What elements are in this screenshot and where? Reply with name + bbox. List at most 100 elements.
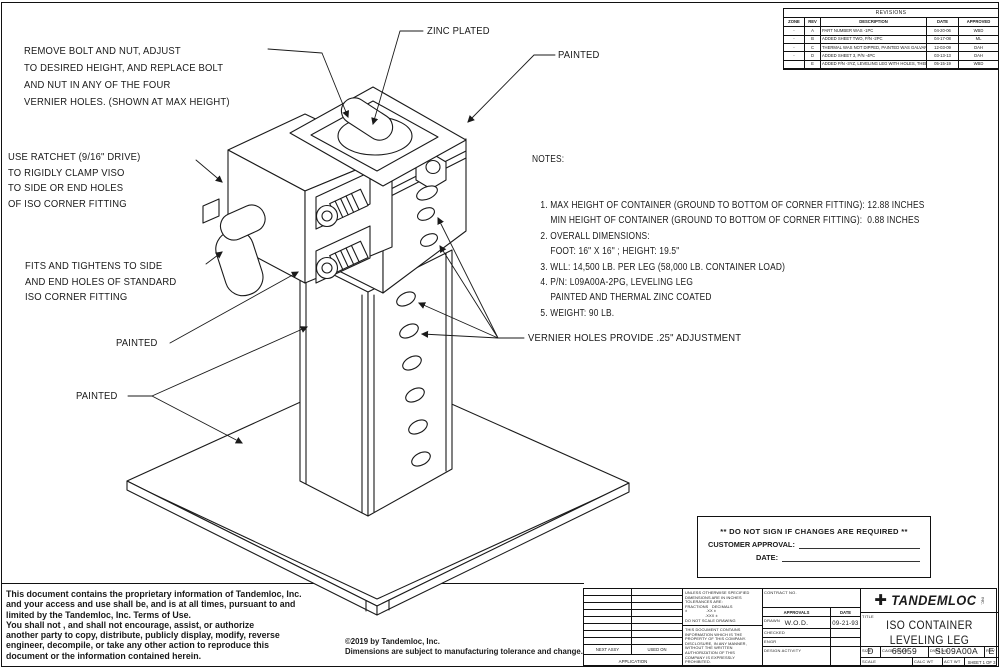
calc-wt-cell: CALC WT <box>913 658 943 667</box>
application-rows <box>584 589 683 645</box>
dwg-no-value: SL09A00A <box>934 647 979 656</box>
act-wt-label: ACT WT <box>944 659 961 664</box>
rev-col-rev: REV <box>805 18 821 28</box>
rev-row-desc: ADDED SHEET TWO, P/N -2PC <box>821 35 927 44</box>
rev-row-zone: - <box>784 52 805 61</box>
design-activity-date-cell <box>831 647 861 667</box>
rev-row-approved: WBD <box>959 27 998 36</box>
checked-label: CHECKED <box>764 630 785 635</box>
rev-row-approved: DAH <box>959 44 998 53</box>
application-label: APPLICATION <box>584 655 683 667</box>
rev-row-date: 04-17-08 <box>927 35 959 44</box>
rev-col-description: DESCRIPTION <box>821 18 927 28</box>
rev-row-zone: - <box>784 35 805 44</box>
rev-row-approved: WBD <box>959 61 998 70</box>
application-divider <box>631 589 632 655</box>
label-painted-top: PAINTED <box>558 49 600 61</box>
rev-label: REV <box>986 648 995 653</box>
rev-row-approved: DAH <box>959 52 998 61</box>
clamp-block <box>202 113 393 297</box>
rev-value: E <box>988 647 995 656</box>
title-label: TITLE <box>862 614 874 619</box>
drawing-title: ISO CONTAINER LEVELING LEG <box>886 620 973 647</box>
tolerance-note: UNLESS OTHERWISE SPECIFIED DIMENSIONS AR… <box>683 589 763 626</box>
label-painted-mid: PAINTED <box>116 337 158 349</box>
dwg-no-cell: DWG NO. SL09A00A <box>929 647 985 658</box>
revisions-table: REVISIONS ZONE REV DESCRIPTION DATE APPR… <box>783 8 999 71</box>
rev-row-rev: C <box>805 43 821 53</box>
date-signature-line <box>782 553 920 562</box>
rev-row-zone: - <box>784 27 805 36</box>
drawn-date-cell: 09-21-93 <box>831 617 861 629</box>
note-remove-bolt: REMOVE BOLT AND NUT, ADJUST TO DESIRED H… <box>24 45 230 108</box>
clamp-jaw <box>202 198 266 297</box>
cage-code-label: CAGE CODE <box>882 648 908 653</box>
rev-row-desc: THERMAL WAS NOT DIPPED, PAINTED WAS GALV… <box>821 43 927 53</box>
customer-approval-signature-line <box>798 540 920 549</box>
note-fits-tightens: FITS AND TIGHTENS TO SIDE AND END HOLES … <box>25 260 177 303</box>
calc-wt-label: CALC WT <box>914 659 934 664</box>
scale-label: SCALE <box>862 659 877 664</box>
size-cell: SIZE D <box>861 647 881 658</box>
notes-block: NOTES: 1. MAX HEIGHT OF CONTAINER (GROUN… <box>532 121 1000 352</box>
rev-row-zone <box>784 60 805 70</box>
rev-row-date: 12-03-09 <box>927 43 959 53</box>
logo-cell: ✚ TANDEMLOC INC. <box>861 589 998 613</box>
design-activity-cell: DESIGN ACTIVITY <box>763 647 831 667</box>
label-zinc-plated: ZINC PLATED <box>427 25 490 37</box>
do-not-sign-warning: ** DO NOT SIGN IF CHANGES ARE REQUIRED *… <box>720 527 908 536</box>
checked-cell: CHECKED <box>763 629 831 638</box>
rev-row-date: 04-20-06 <box>927 27 959 36</box>
next-assy-label: NEXT ASSY <box>584 645 632 655</box>
contract-no-cell: CONTRACT NO. <box>763 589 861 608</box>
zinc-plated-pin <box>340 97 394 141</box>
drawn-date-value: 09-21-93 <box>832 621 859 627</box>
bottom-separator-line <box>2 583 584 584</box>
revisions-title: REVISIONS <box>784 9 998 18</box>
rev-row-zone: - <box>784 43 805 53</box>
drawn-by-value: W.O.D. <box>784 620 809 627</box>
rev-row-approved: ML <box>959 36 998 44</box>
rev-row-rev: A <box>805 27 821 36</box>
date-label: DATE: <box>756 553 779 562</box>
rev-row-rev: B <box>805 35 821 44</box>
rev-row-date: 05-15-19 <box>927 60 959 70</box>
size-label: SIZE <box>862 648 872 653</box>
checked-date-cell <box>831 629 861 638</box>
rev-row-desc: ADDED P/N -3YZ, LEVELING LEG WITH HOLES,… <box>821 60 927 70</box>
drawn-label: DRAWN <box>764 618 780 623</box>
title-block: NEXT ASSY USED ON APPLICATION UNLESS OTH… <box>583 588 998 667</box>
act-wt-cell: ACT WT <box>943 658 965 667</box>
rev-col-approved: APPROVED <box>959 18 998 28</box>
notes-body: 1. MAX HEIGHT OF CONTAINER (GROUND TO BO… <box>540 200 925 319</box>
tandemloc-logo-text: TANDEMLOC <box>891 593 977 608</box>
corner-fitting <box>289 86 467 187</box>
approvals-header: APPROVALS <box>763 608 831 617</box>
column <box>299 249 453 517</box>
ratchet-screw-lower <box>315 240 369 280</box>
rev-row-rev: D <box>805 52 821 61</box>
leader-lines <box>127 30 556 444</box>
vernier-holes <box>396 291 431 467</box>
engr-label: ENGR <box>764 639 777 644</box>
engr-date-cell <box>831 638 861 647</box>
rev-row-desc: ADDED SHEET 3, P/N -4PC <box>821 52 927 61</box>
rev-col-date: DATE <box>927 18 959 28</box>
rev-row-date: 03-13-13 <box>927 52 959 61</box>
note-use-ratchet: USE RATCHET (9/16" DRIVE) TO RIGIDLY CLA… <box>8 151 141 210</box>
cage-code-value: 65059 <box>891 647 918 656</box>
scale-cell: SCALE <box>861 658 913 667</box>
rev-cell: REV E <box>985 647 998 658</box>
copyright-notice: ©2019 by Tandemloc, Inc. Dimensions are … <box>345 637 583 656</box>
approvals-date-header: DATE <box>831 608 861 617</box>
proprietary-notice: This document contains the proprietary i… <box>6 589 302 661</box>
rev-row-rev: E <box>805 60 821 70</box>
used-on-label: USED ON <box>632 645 683 655</box>
notes-title: NOTES: <box>532 153 565 165</box>
drawn-cell: DRAWN W.O.D. <box>763 617 831 629</box>
ratchet-screw-upper <box>315 188 369 228</box>
rev-row-desc: PART NUMBER WAS -1PC <box>821 27 927 36</box>
cage-code-cell: CAGE CODE 65059 <box>881 647 929 658</box>
